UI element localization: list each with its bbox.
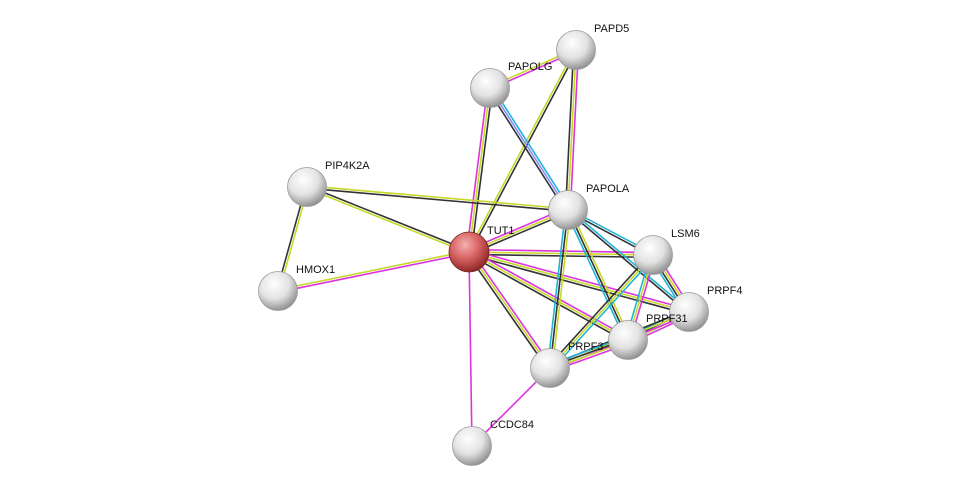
node-label: HMOX1 (296, 264, 335, 276)
node-PRPF3[interactable]: PRPF3 (530, 341, 604, 388)
evidence-line-black (466, 252, 549, 370)
evidence-line-cyan (551, 256, 656, 371)
evidence-line-black (549, 209, 569, 369)
node-sphere[interactable] (448, 231, 490, 273)
evidence-line-yellow (306, 187, 469, 254)
evidence-line-yellow (468, 251, 551, 369)
evidence-line-cyan (565, 210, 627, 342)
node-sphere[interactable] (452, 426, 492, 466)
edge-PIP4K2A-PAPOLA[interactable] (306, 185, 569, 212)
evidence-line-yellow (467, 49, 576, 252)
node-TUT1[interactable]: TUT1 (448, 225, 515, 273)
node-label: PRPF31 (646, 313, 688, 325)
node-sphere[interactable] (548, 190, 588, 230)
evidence-line-black (470, 88, 494, 253)
evidence-line-yellow (468, 251, 690, 313)
node-sphere[interactable] (608, 320, 648, 360)
node-label: TUT1 (487, 225, 515, 237)
node-sphere[interactable] (530, 348, 570, 388)
node-PAPD5[interactable]: PAPD5 (556, 23, 630, 70)
evidence-line-yellow (468, 87, 491, 253)
node-label: PIP4K2A (325, 160, 370, 172)
node-HMOX1[interactable]: HMOX1 (258, 264, 336, 311)
evidence-line-black (307, 185, 470, 252)
node-LSM6[interactable]: LSM6 (633, 228, 700, 275)
node-label: PAPD5 (594, 23, 629, 35)
node-PAPOLG[interactable]: PAPOLG (470, 61, 553, 108)
node-sphere[interactable] (556, 30, 596, 70)
evidence-line-magenta (470, 250, 553, 368)
edge-TUT1-HMOX1[interactable] (277, 250, 470, 293)
evidence-line-black (564, 49, 575, 210)
evidence-line-black (567, 209, 629, 341)
evidence-line-cyan (568, 208, 691, 312)
edge-PAPOLA-PRPF4[interactable] (566, 208, 691, 314)
edge-TUT1-PAPD5[interactable] (467, 49, 578, 253)
evidence-line-magenta (465, 87, 489, 252)
evidence-line-cyan (491, 86, 571, 210)
edge-TUT1-PRPF31[interactable] (467, 249, 630, 343)
evidence-line-black (566, 210, 689, 314)
evidence-line-black (487, 88, 567, 212)
evidence-line-black (467, 253, 628, 343)
edge-LSM6-PRPF3[interactable] (547, 252, 656, 371)
evidence-line-black (469, 50, 578, 253)
node-sphere[interactable] (633, 235, 673, 275)
evidence-line-yellow (569, 208, 631, 340)
node-PAPOLA[interactable]: PAPOLA (548, 183, 630, 230)
node-label: PAPOLA (586, 183, 630, 195)
evidence-line-magenta (468, 251, 473, 447)
node-sphere[interactable] (287, 167, 327, 207)
node-sphere[interactable] (258, 271, 298, 311)
evidence-line-yellow (277, 250, 469, 291)
evidence-line-black (468, 253, 689, 316)
node-label: PRPF4 (707, 285, 742, 297)
evidence-line-cyan (546, 209, 567, 368)
edge-TUT1-PRPF4[interactable] (468, 248, 690, 316)
evidence-line-yellow (551, 210, 572, 369)
evidence-line-yellow (567, 49, 577, 211)
evidence-line-black (547, 252, 652, 367)
node-PIP4K2A[interactable]: PIP4K2A (287, 160, 371, 207)
node-PRPF4[interactable]: PRPF4 (669, 285, 743, 332)
evidence-line-yellow (549, 254, 654, 369)
evidence-line-magenta (278, 252, 470, 293)
edge-TUT1-PAPOLG[interactable] (465, 87, 494, 253)
node-CCDC84[interactable]: CCDC84 (452, 419, 535, 466)
evidence-line-magenta (469, 249, 630, 339)
edge-PAPOLG-PAPOLA[interactable] (487, 86, 571, 212)
node-PRPF31[interactable]: PRPF31 (608, 313, 688, 360)
evidence-line-yellow (468, 251, 629, 341)
edge-TUT1-CCDC84[interactable] (468, 251, 473, 447)
node-label: PRPF3 (568, 341, 603, 353)
edge-TUT1-PRPF3[interactable] (466, 250, 553, 370)
evidence-line-magenta (469, 248, 690, 311)
edge-TUT1-PIP4K2A[interactable] (306, 185, 470, 254)
edge-PAPOLA-PRPF3[interactable] (546, 209, 572, 369)
node-sphere[interactable] (470, 68, 510, 108)
evidence-line-black (306, 187, 568, 212)
evidence-line-yellow (307, 185, 569, 210)
node-sphere[interactable] (669, 292, 709, 332)
node-label: LSM6 (671, 228, 700, 240)
node-label: PAPOLG (508, 61, 552, 73)
evidence-line-magenta (569, 50, 580, 211)
edge-PAPD5-PAPOLA[interactable] (564, 49, 580, 211)
evidence-line-blue (489, 87, 569, 211)
edge-PAPOLA-PRPF31[interactable] (565, 208, 631, 342)
node-label: CCDC84 (490, 419, 534, 431)
